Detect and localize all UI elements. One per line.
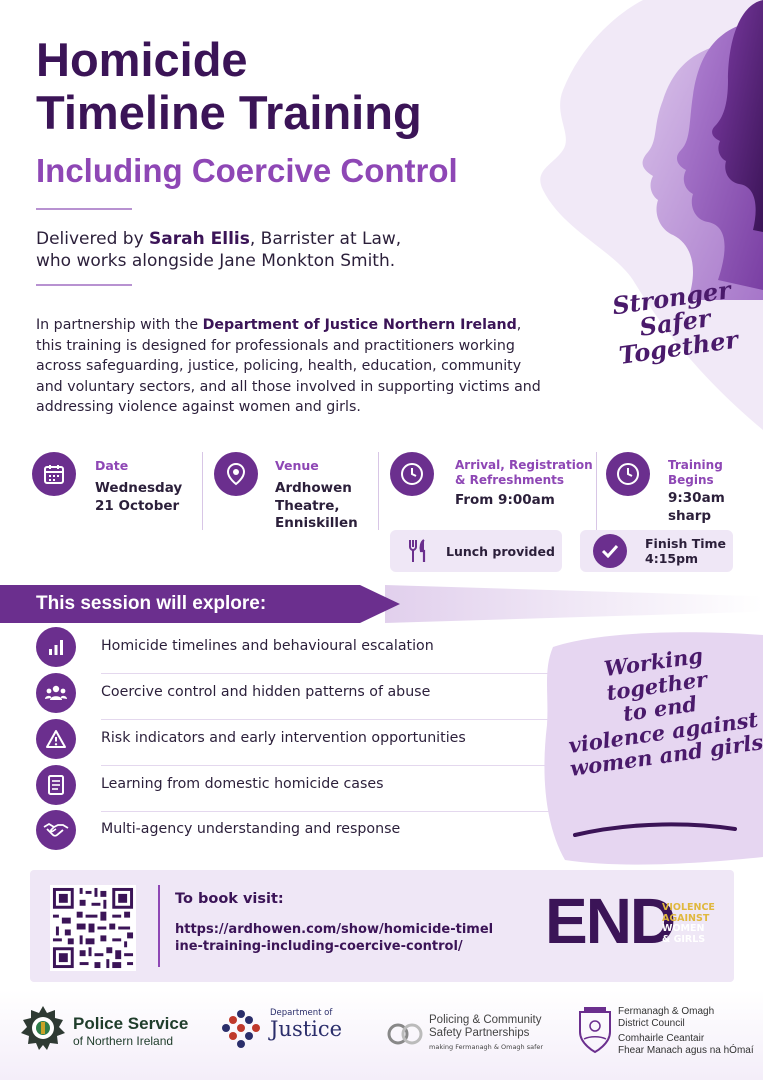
presenter-name: Sarah Ellis — [149, 229, 250, 249]
divider-rule — [36, 208, 132, 210]
list-item: Risk indicators and early intervention o… — [36, 719, 551, 766]
psni-subname: of Northern Ireland — [73, 1034, 174, 1048]
clock-icon — [390, 452, 434, 496]
calendar-icon — [32, 452, 76, 496]
clock-icon — [606, 452, 650, 496]
info-divider — [202, 452, 203, 530]
doj-name: Justice — [270, 1017, 343, 1041]
cutlery-icon — [409, 539, 426, 562]
psni-name: Police Service — [73, 1014, 189, 1033]
psni-badge-icon — [21, 1006, 65, 1050]
pcsp-name: Policing & Community Safety Partnerships — [429, 1014, 542, 1040]
footer — [0, 990, 763, 1080]
explore-heading: This session will explore: — [36, 593, 267, 614]
booking-label: To book visit: — [175, 891, 284, 907]
list-item: Coercive control and hidden patterns of … — [36, 673, 551, 720]
doj-prefix: Department of — [270, 1008, 333, 1018]
bar-chart-icon — [36, 627, 76, 667]
booking-panel — [30, 870, 734, 982]
intro-paragraph: In partnership with the Department of Ju… — [36, 317, 541, 416]
list-item: Homicide timelines and behavioural escal… — [36, 627, 551, 674]
document-icon — [36, 765, 76, 805]
women-silhouettes-illustration — [540, 0, 763, 430]
title-line-1: Homicide — [36, 33, 248, 86]
finish-time-pill: Finish Time 4:15pm — [580, 530, 733, 572]
council-name-ga: Comhairle Ceantair Fhear Manach agus na … — [618, 1033, 754, 1056]
lunch-pill: Lunch provided — [390, 530, 562, 572]
partner-name: Department of Justice Northern Ireland — [202, 317, 517, 333]
end-logo-word: END — [545, 885, 676, 957]
doj-logo-icon — [222, 1010, 260, 1048]
list-item: Multi-agency understanding and response — [36, 810, 516, 850]
council-crest-icon — [579, 1007, 611, 1054]
info-divider — [596, 452, 597, 530]
warning-icon — [36, 719, 76, 759]
checkmark-icon — [593, 534, 627, 568]
page-subtitle: Including Coercive Control — [36, 152, 458, 189]
council-name-en: Fermanagh & Omagh District Council — [618, 1006, 715, 1029]
page-title: Homicide Timeline Training — [36, 33, 556, 139]
pcsp-logo-icon — [387, 1023, 423, 1045]
title-line-2: Timeline Training — [36, 85, 422, 139]
explore-banner — [0, 585, 400, 623]
pcsp-tagline: making Fermanagh & Omagh safer — [429, 1043, 544, 1051]
end-logo-subtitle: VIOLENCE AGAINST WOMEN & GIRLS — [662, 902, 715, 945]
location-pin-icon — [214, 452, 258, 496]
booking-divider — [158, 885, 160, 967]
banner-fade — [385, 585, 763, 623]
people-icon — [36, 673, 76, 713]
brush-stroke-background — [544, 632, 763, 865]
qr-code[interactable] — [50, 885, 136, 971]
list-item: Learning from domestic homicide cases — [36, 765, 551, 812]
delivered-by-text: Delivered by Sarah Ellis, Barrister at L… — [36, 229, 402, 272]
booking-link[interactable]: https://ardhowen.com/show/homicide-timel… — [175, 922, 494, 954]
info-divider — [378, 452, 379, 530]
divider-rule — [36, 284, 132, 286]
handshake-icon — [36, 810, 76, 850]
